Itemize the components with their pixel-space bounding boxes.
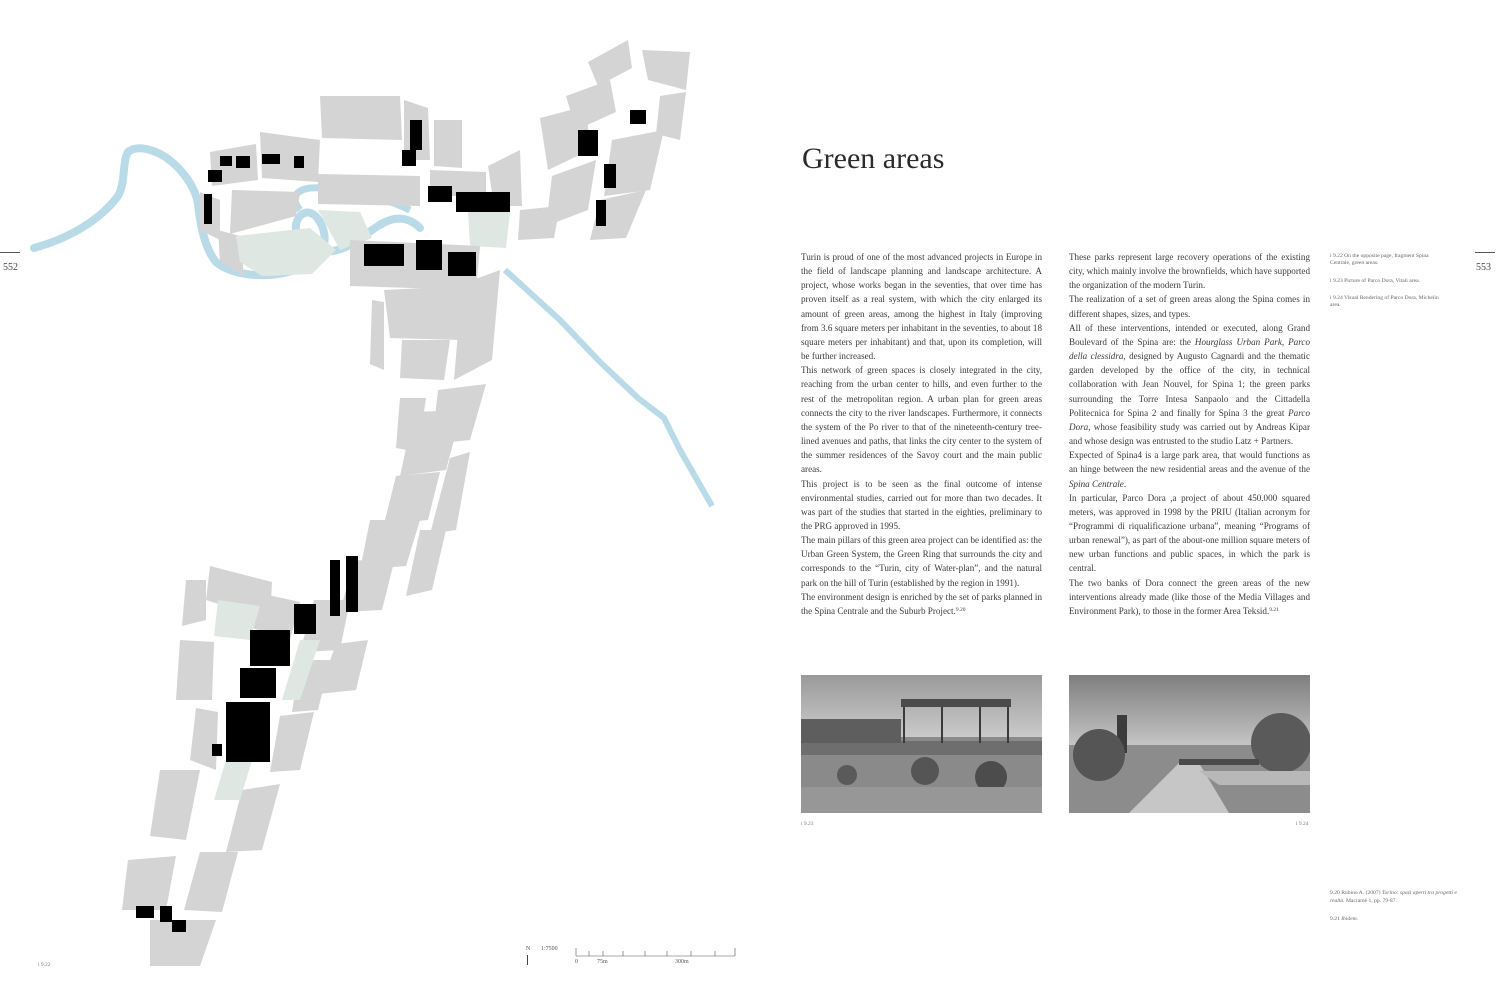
paragraph: The environment design is enriched by th… [801,590,1042,618]
folio-rule [0,252,20,253]
paragraph-text: , designed by Augusto Cagnardi and the t… [1069,351,1310,418]
photo-label-9-24: i 9.24 [1296,821,1309,827]
paragraph: Turin is proud of one of the most advanc… [801,252,1042,362]
text-column-1: Turin is proud of one of the most advanc… [801,250,1042,618]
page-number-left: 552 [3,262,18,273]
footnote-9-20: 9.20 Rubino A. (2007) Torino: spazi aper… [1330,890,1460,905]
paragraph: The realization of a set of green areas … [1069,294,1310,319]
text-column-2: These parks represent large recovery ope… [1069,250,1310,618]
paragraph: In particular, Parco Dora ,a project of … [1069,492,1310,574]
note-ref: 9.20 [955,606,966,613]
photo-label-9-23: i 9.23 [801,821,814,827]
paragraph-text: , whose feasibility study was carried ou… [1069,421,1310,447]
scale-ticks [575,948,736,957]
canal [502,267,715,508]
north-label: N [526,946,531,952]
paragraph: All of these interventions, intended or … [1069,321,1310,448]
caption-9-23: i 9.23 Picture of Parco Dora, Vitali are… [1330,278,1420,284]
left-page: 552 [0,0,748,1000]
scale-tick-75: 75m [597,959,608,965]
city-blocks-north [488,40,690,240]
scale-ratio: 1:7500 [541,946,558,952]
page-number-right: 553 [1476,262,1491,273]
italic-text: Parco Dora [1069,407,1310,432]
footnote-text: 9.21 [1330,916,1342,922]
city-blocks-center [350,240,500,452]
note-ref: 9.21 [1269,606,1279,613]
footnote-9-21: 9.21 Ibidem. [1330,916,1460,924]
city-blocks-spine [122,410,470,966]
footnote-text: . Macramè 1, pp. 79-87. [1343,897,1397,904]
paragraph-text: . [1123,478,1127,489]
right-page: 553 Green areas Turin is proud of one of… [748,0,1497,1000]
green-park-dora [236,210,510,276]
scale-tick-300: 300m [675,959,689,965]
figure-label-map: i 9.22 [38,962,51,968]
footnote-italic: Torino: spazi aperti tra progetti e real… [1330,890,1457,904]
paragraph: The two banks of Dora connect the green … [1069,576,1310,618]
scale-tick-0: 0 [575,959,578,965]
photo-parco-dora-rendering [1069,675,1310,813]
caption-9-22: i 9.22 On the opposite page, fragment Sp… [1330,253,1429,266]
page-title: Green areas [802,142,945,175]
spina-centrale-map [30,40,715,966]
folio-rule [1475,252,1495,253]
paragraph: This network of green spaces is closely … [801,365,1042,475]
paragraph-text: All of these interventions, intended or … [1069,322,1310,347]
north-arrow-icon [527,955,528,965]
caption-9-24: i 9.24 Visual Rendering of Parco Dora, M… [1330,295,1439,308]
paragraph: This project is to be seen as the final … [801,478,1042,531]
paragraph: The main pillars of this green area proj… [801,535,1042,588]
green-strip-south [214,600,320,800]
italic-text: Hourglass Urban Park, Parco della clessi… [1069,336,1310,362]
buildings [136,110,646,932]
paragraph: Expected of Spina4 is a large park area,… [1069,448,1310,490]
paragraph-text: The environment design is enriched by th… [801,591,1042,616]
footnote-text: 9.20 Rubino A. (2007) [1330,890,1382,896]
photo-parco-dora-vitali [801,675,1042,813]
paragraph-text: Expected of Spina4 is a large park area,… [1069,450,1310,475]
paragraph-text: The two banks of Dora connect the green … [1069,577,1310,616]
italic-text: Spina Centrale [1069,478,1124,489]
paragraph: These parks represent large recovery ope… [1069,252,1310,291]
footnote-italic: Ibidem. [1341,916,1359,922]
